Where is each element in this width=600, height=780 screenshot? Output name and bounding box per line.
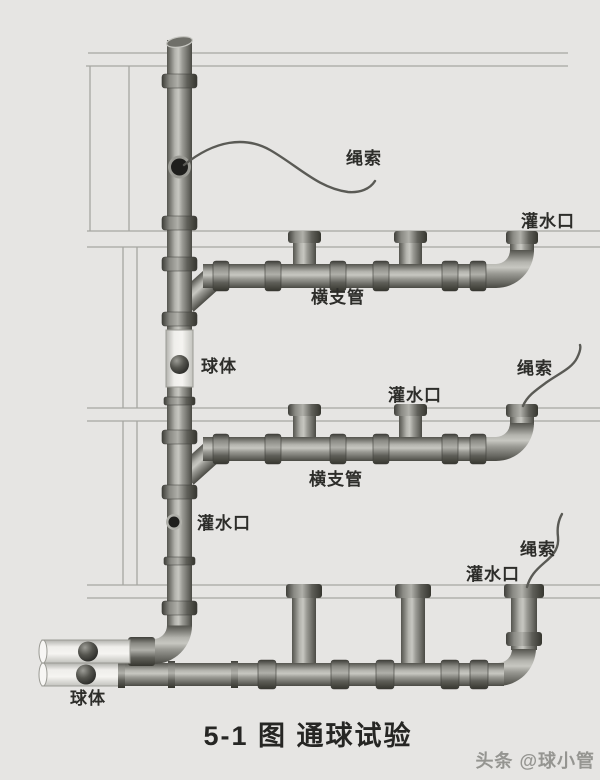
branch1-couplings — [212, 260, 487, 292]
ball-upper-left — [78, 641, 98, 662]
label-branch-pipe-2: 横支管 — [309, 469, 363, 489]
water-inlet-opening-b3 — [504, 584, 544, 598]
branch2-elbow — [480, 423, 534, 461]
vertical-riser-pipe — [38, 36, 198, 666]
label-water-inlet-riser: 灌水口 — [197, 513, 251, 533]
open-pipe-end-bottom — [38, 662, 48, 687]
water-inlet-opening-b2 — [395, 584, 431, 598]
bottom-elbow-hub — [506, 632, 542, 646]
branch2-stub-2 — [399, 415, 422, 441]
riser-couplings — [161, 73, 198, 616]
label-water-inlet-1: 灌水口 — [521, 211, 575, 231]
joint-ring — [118, 661, 125, 688]
water-inlet-opening-2c — [506, 404, 538, 417]
label-rope-2: 绳索 — [517, 358, 553, 378]
outlet-coupling — [128, 637, 155, 666]
rope-curve-3 — [525, 512, 564, 589]
label-water-inlet-2: 灌水口 — [388, 385, 442, 405]
bottom-main-run — [122, 663, 504, 686]
rope-curve-1 — [182, 140, 377, 194]
watermark: 头条 @球小管 — [475, 750, 595, 771]
joint-ring — [168, 661, 175, 688]
annotation-labels: 绳索 灌水口 横支管 球体 灌水口 绳索 横支管 灌水口 绳索 灌水口 球体 — [70, 148, 575, 708]
branch2-stub-1 — [293, 415, 316, 441]
ropes — [182, 140, 582, 589]
water-inlet-opening-1c — [506, 231, 538, 244]
water-inlet-opening-2a — [288, 404, 321, 416]
branch1-stub-1 — [293, 242, 316, 268]
bottom-stub-2 — [401, 597, 425, 665]
rope-curve-2 — [521, 343, 582, 408]
branch1-stub-2 — [399, 242, 422, 268]
branch2-couplings — [212, 433, 487, 465]
rope-exit-hole — [171, 158, 188, 176]
riser-bottom-elbow — [150, 625, 192, 664]
branch1-elbow — [480, 250, 534, 288]
label-rope-3: 绳索 — [520, 539, 556, 559]
label-branch-pipe-1: 横支管 — [311, 287, 365, 307]
water-inlet-opening-b1 — [286, 584, 322, 598]
joint-ring — [231, 661, 238, 688]
water-inlet-opening-1b — [394, 231, 427, 243]
bottom-main-couplings — [257, 659, 489, 690]
label-rope-1: 绳索 — [346, 148, 382, 168]
figure-title: 5-1 图 通球试验 — [203, 720, 412, 751]
riser-fill-port-hole — [168, 516, 180, 528]
label-water-inlet-3: 灌水口 — [466, 564, 520, 584]
branch1-elbow-neck — [510, 243, 534, 252]
ball-in-riser — [170, 355, 189, 374]
open-pipe-end-outlet — [38, 639, 48, 664]
water-inlet-opening-2b — [394, 404, 427, 416]
label-ball-bottom: 球体 — [70, 688, 106, 708]
branch2-elbow-neck — [510, 416, 534, 425]
ball-lower-left — [76, 664, 96, 685]
water-inlet-opening-1a — [288, 231, 321, 243]
bottom-stub-1 — [292, 597, 316, 665]
bottom-main-pipe — [38, 584, 544, 690]
riser-top-opening — [166, 36, 193, 48]
label-ball-riser: 球体 — [201, 356, 237, 376]
